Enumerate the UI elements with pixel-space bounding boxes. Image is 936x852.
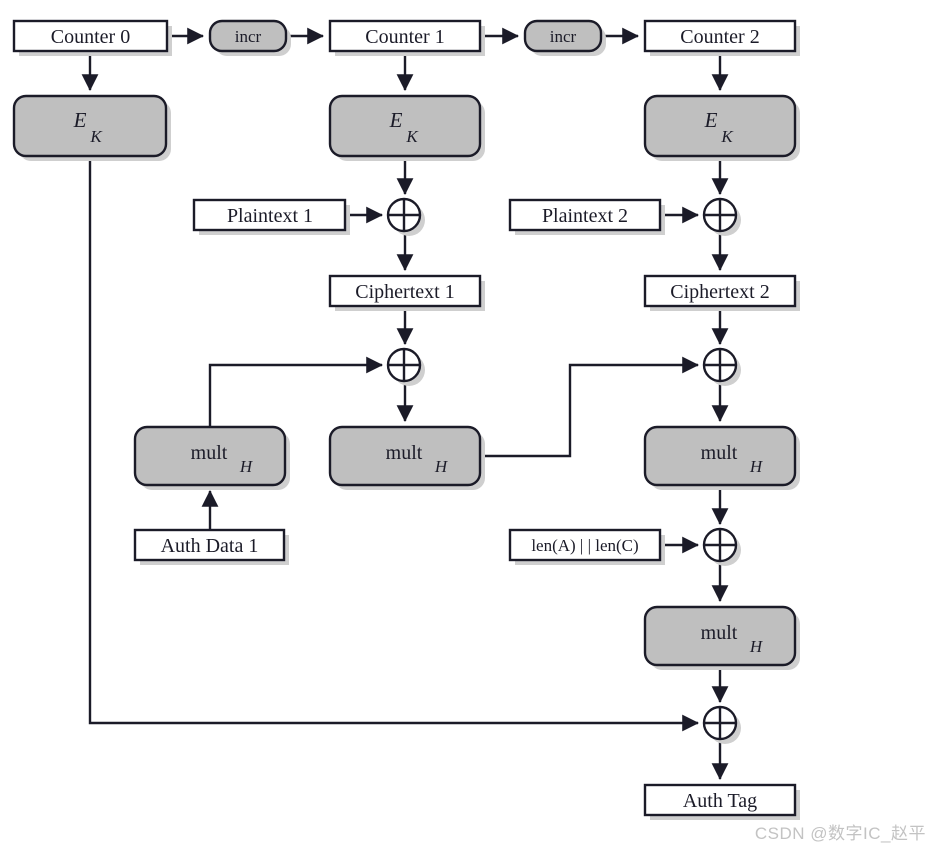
multC-box[interactable] [643,425,797,487]
ek1-subscript: K [405,127,419,146]
node-lenalenc[interactable]: len(A) | | len(C) [508,528,662,562]
node-ciphertext2[interactable]: Ciphertext 2 [643,274,797,308]
multB-label: mult [386,442,423,464]
multC-subscript: H [749,457,764,476]
authtag-label: Auth Tag [683,790,757,812]
counter1-label: Counter 1 [365,26,444,48]
multC-label: mult [701,442,738,464]
incr1-box[interactable] [208,19,288,53]
node-ek0[interactable]: E K [12,94,168,158]
node-counter2[interactable]: Counter 2 [643,19,797,53]
node-multA[interactable]: mult H [133,425,287,487]
xor-len-cross [704,529,736,561]
counter0-label: Counter 0 [51,26,130,48]
xor-ct2-cross [704,199,736,231]
node-counter0[interactable]: Counter 0 [12,19,169,53]
node-plaintext2[interactable]: Plaintext 2 [508,198,662,232]
ek1-box[interactable] [328,94,482,158]
node-authdata1[interactable]: Auth Data 1 [133,528,286,562]
authtag-box[interactable] [643,783,797,817]
ek0-label: E [73,108,87,132]
multD-subscript: H [749,637,764,656]
counter2-box[interactable] [643,19,797,53]
ek2-box[interactable] [643,94,797,158]
node-incr2[interactable]: incr [523,19,603,53]
node-ek2[interactable]: E K [643,94,797,158]
lenalenc-box[interactable] [508,528,662,562]
xor-tag-cross [704,707,736,739]
xor-node-gh2[interactable] [702,347,738,383]
multA-subscript: H [239,457,254,476]
node-authtag[interactable]: Auth Tag [643,783,797,817]
node-ek1[interactable]: E K [328,94,482,158]
incr2-box[interactable] [523,19,603,53]
multD-box[interactable] [643,605,797,667]
xor-node-len[interactable] [702,527,738,563]
multA-label: mult [191,442,228,464]
plaintext1-box[interactable] [192,198,347,232]
ek2-subscript: K [720,127,734,146]
authdata1-label: Auth Data 1 [161,535,259,557]
plaintext1-label: Plaintext 1 [227,205,313,227]
incr1-label: incr [235,27,262,46]
xor-gh2-cross [704,349,736,381]
multB-box[interactable] [328,425,482,487]
incr2-label: incr [550,27,577,46]
ek2-label: E [704,108,718,132]
xor-node-tag[interactable] [702,705,738,741]
node-ciphertext1[interactable]: Ciphertext 1 [328,274,482,308]
node-counter1[interactable]: Counter 1 [328,19,482,53]
xor-node-ct2[interactable] [702,197,738,233]
ek0-subscript: K [89,127,103,146]
ek0-box[interactable] [12,94,168,158]
xor-ct1-cross [388,199,420,231]
xor-layer [386,197,738,741]
ek1-label: E [389,108,403,132]
counter2-label: Counter 2 [680,26,759,48]
node-multC[interactable]: mult H [643,425,797,487]
xor-node-ct1[interactable] [386,197,422,233]
multB-subscript: H [434,457,449,476]
multD-label: mult [701,622,738,644]
watermark-label: CSDN @数字IC_赵平 [754,824,926,843]
edge-layer [81,27,729,781]
ciphertext1-label: Ciphertext 1 [355,281,454,303]
node-multD[interactable]: mult H [643,605,797,667]
plaintext2-label: Plaintext 2 [542,205,628,227]
authdata1-box[interactable] [133,528,286,562]
edge-multB-to-xor-gh2 [480,356,700,458]
plaintext2-box[interactable] [508,198,662,232]
counter0-box[interactable] [12,19,169,53]
node-multB[interactable]: mult H [328,425,482,487]
lenalenc-label: len(A) | | len(C) [531,536,638,555]
edge-ek0-to-xor-tag [88,156,700,732]
xor-gh1-cross [388,349,420,381]
node-layer: Counter 0 incr Counter 1 incr Counter 2 [12,19,797,817]
ciphertext2-label: Ciphertext 2 [670,281,769,303]
node-plaintext1[interactable]: Plaintext 1 [192,198,347,232]
xor-node-gh1[interactable] [386,347,422,383]
edge-multA-to-xor-gh1 [208,356,384,427]
multA-box[interactable] [133,425,287,487]
node-incr1[interactable]: incr [208,19,288,53]
ciphertext2-box[interactable] [643,274,797,308]
ciphertext1-box[interactable] [328,274,482,308]
counter1-box[interactable] [328,19,482,53]
